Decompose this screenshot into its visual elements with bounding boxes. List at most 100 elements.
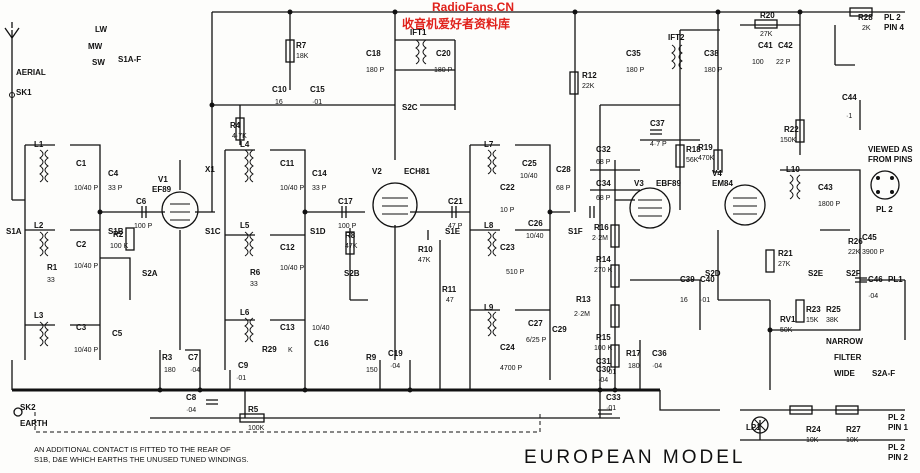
label-r12: R12 [582, 71, 597, 80]
label-c19: C19 [388, 349, 403, 358]
label-c22: C22 [500, 183, 515, 192]
value-c37: 4·7 P [650, 141, 667, 148]
value-c33: ·01 [606, 405, 616, 412]
label-filter: FILTER [834, 353, 862, 362]
label-c42: C42 [778, 41, 793, 50]
label-l5: L5 [240, 221, 250, 230]
label-l2: L2 [34, 221, 44, 230]
label-earth: EARTH [20, 419, 48, 428]
value-c31: ·01 [606, 369, 616, 376]
value-r1: 33 [47, 277, 55, 284]
label-c16: C16 [314, 339, 329, 348]
value-c12: 10/40 P [280, 265, 304, 272]
label-c10: C10 [272, 85, 287, 94]
label-c4: C4 [108, 169, 119, 178]
label-l9: L9 [484, 303, 494, 312]
value-c38: 180 P [704, 67, 723, 74]
label-c14: C14 [312, 169, 327, 178]
value-r10: 47K [418, 257, 431, 264]
label-mw: MW [88, 42, 103, 51]
valve-v1 [161, 191, 199, 229]
label-c33: C33 [606, 393, 621, 402]
label-c41: C41 [758, 41, 773, 50]
label-l1: L1 [34, 140, 44, 149]
valve-v1-type: EF89 [152, 185, 172, 194]
label-s1b: S1B [108, 227, 124, 236]
pl2-socket-icon [870, 170, 900, 200]
value-r27: 10K [846, 437, 859, 444]
earth-symbol-icon [13, 407, 23, 417]
value-c28: 68 P [556, 185, 571, 192]
lamp-lp1-icon [751, 416, 769, 434]
label-s1f: S1F [568, 227, 583, 236]
valve-v3 [629, 187, 671, 229]
label-r23: R23 [806, 305, 821, 314]
label-l10: L10 [786, 165, 800, 174]
label-rv1: RV1 [780, 315, 796, 324]
value-c17: 100 P [338, 223, 357, 230]
label-ift2: IFT2 [668, 33, 685, 42]
value-c30: ·04 [598, 377, 608, 384]
label-s2c: S2C [402, 103, 418, 112]
label-c34: C34 [596, 179, 611, 188]
value-c8: ·04 [186, 407, 196, 414]
value-c2: 10/40 P [74, 263, 98, 270]
label-c28: C28 [556, 165, 571, 174]
label-c46: C46 [868, 275, 883, 284]
value-c3: 10/40 P [74, 347, 98, 354]
value-c34: 68 P [596, 195, 611, 202]
label-r16: R16 [594, 223, 609, 232]
label-r1: R1 [47, 263, 58, 272]
capacitor-symbols [141, 129, 867, 415]
label-c11: C11 [280, 159, 295, 168]
value-c22: 10 P [500, 207, 515, 214]
valve-v4-ref: V4 [712, 169, 722, 178]
diagram-title: EUROPEAN MODEL [524, 447, 745, 468]
label-r5: R5 [248, 405, 259, 414]
watermark-subtitle: 收音机爱好者资料库 [402, 16, 510, 31]
value-c45: 3900 P [862, 249, 885, 256]
value-r5: 100K [248, 425, 265, 432]
value-r18: 56K [686, 157, 699, 164]
label-r22: R22 [784, 125, 799, 134]
value-r2: 100 K [110, 243, 129, 250]
label-c1: C1 [76, 159, 87, 168]
label-l6: L6 [240, 308, 250, 317]
label-pin1: PIN 1 [888, 423, 909, 432]
label-r21: R21 [778, 249, 793, 258]
value-r25: 38K [826, 317, 839, 324]
value-c19: ·04 [390, 363, 400, 370]
label-s1af: S1A-F [118, 55, 141, 64]
label-s1d: S1D [310, 227, 326, 236]
value-rv1: 50K [780, 327, 793, 334]
value-r19: 470K [698, 155, 715, 162]
value-r17: 180 [628, 363, 640, 370]
label-sk1: SK1 [16, 88, 32, 97]
label-c12: C12 [280, 243, 295, 252]
label-c27: C27 [528, 319, 543, 328]
value-c11: 10/40 P [280, 185, 304, 192]
value-r16: 2·2M [592, 235, 608, 242]
label-ift1: IFT1 [410, 28, 427, 37]
label-narrow: NARROW [826, 337, 863, 346]
label-r4: R4 [230, 121, 241, 130]
value-r9: 150 [366, 367, 378, 374]
value-c35: 180 P [626, 67, 645, 74]
label-c6: C6 [136, 197, 147, 206]
label-r24: R24 [806, 425, 821, 434]
value-c23: 510 P [506, 269, 525, 276]
value-c44: ·1 [846, 113, 852, 120]
value-c40: ·01 [700, 297, 710, 304]
value-c25: 10/40 [520, 173, 538, 180]
value-r15: 100 K [594, 345, 613, 352]
label-s2d: S2D [705, 269, 721, 278]
value-r8: 47K [345, 243, 358, 250]
label-r9: R9 [366, 353, 377, 362]
label-s2b: S2B [344, 269, 360, 278]
label-lp1: LP1 [746, 423, 761, 432]
label-r6: R6 [250, 268, 261, 277]
value-c20: 180 P [434, 67, 453, 74]
label-viewed-as: VIEWED AS [868, 145, 913, 154]
label-c13: C13 [280, 323, 295, 332]
label-c25: C25 [522, 159, 537, 168]
